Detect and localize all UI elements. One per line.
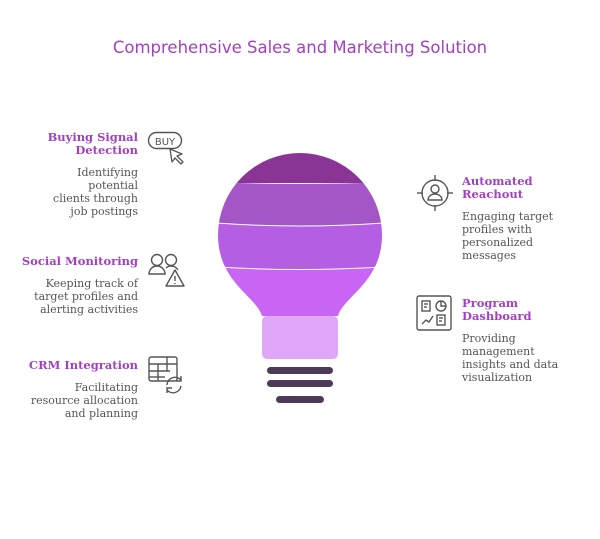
item-description: Engaging target profiles with personaliz… <box>462 210 554 262</box>
item-program-dashboard: Program Dashboard Providing management i… <box>462 296 572 385</box>
item-heading: Buying Signal Detection <box>47 130 138 157</box>
target-user-icon <box>417 175 453 211</box>
item-crm-integration: CRM Integration Facilitating resource al… <box>0 358 138 421</box>
bulb-band-3 <box>218 223 382 269</box>
users-warning-icon <box>148 253 185 287</box>
item-automated-reachout: Automated Reachout Engaging target profi… <box>462 174 572 263</box>
svg-text:BUY: BUY <box>155 137 176 148</box>
table-sync-icon <box>148 356 182 394</box>
item-description: Keeping track of target profiles and ale… <box>34 277 138 316</box>
item-social-monitoring: Social Monitoring Keeping track of targe… <box>0 254 138 317</box>
bulb-neck <box>262 316 338 359</box>
buy-cursor-icon: BUY <box>147 131 184 165</box>
bulb-base-ring-3 <box>276 396 324 403</box>
item-description: Providing management insights and data v… <box>462 332 559 384</box>
bulb-band-1 <box>218 153 382 183</box>
item-heading: Program Dashboard <box>462 296 532 323</box>
bulb-band-4 <box>218 267 382 316</box>
item-heading: Social Monitoring <box>21 254 138 268</box>
item-heading: CRM Integration <box>28 358 138 372</box>
item-heading: Automated Reachout <box>462 174 533 201</box>
item-buying-signal: Buying Signal Detection Identifying pote… <box>0 130 138 219</box>
dashboard-icon <box>416 295 452 331</box>
bulb-base-ring-2 <box>267 380 333 387</box>
item-description: Facilitating resource allocation and pla… <box>30 381 138 420</box>
page-title: Comprehensive Sales and Marketing Soluti… <box>112 38 488 57</box>
item-description: Identifying potential clients through jo… <box>53 166 138 218</box>
bulb-band-2 <box>218 182 382 226</box>
bulb-base-ring-1 <box>267 367 333 374</box>
